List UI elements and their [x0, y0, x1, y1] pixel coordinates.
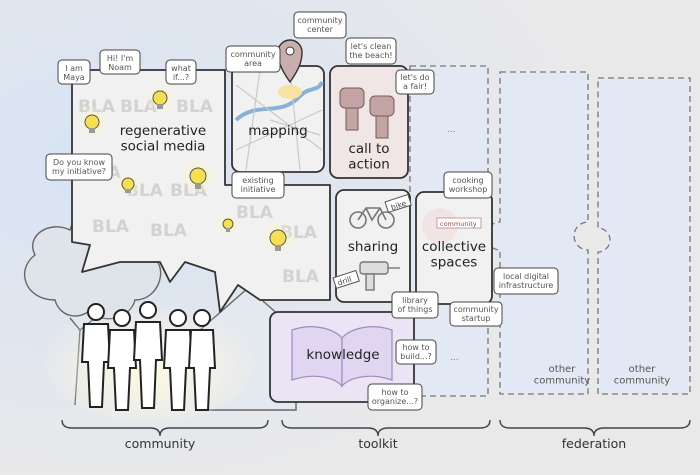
- bubble-community-startup: [449, 301, 503, 327]
- bicycle-icon: [349, 207, 395, 229]
- bubble-initiative: [45, 153, 113, 181]
- svg-text:BLA: BLA: [282, 267, 320, 287]
- bubble-local-digital: [493, 267, 559, 295]
- bubble-community-center: [293, 11, 347, 39]
- lightbulb-icon: [260, 220, 296, 256]
- svg-text:BLA: BLA: [236, 203, 274, 223]
- toolkit-label: toolkit: [358, 436, 397, 451]
- federation-brace: [499, 419, 691, 437]
- bubble-existing-initiative: [231, 171, 285, 199]
- bottom-braces: [61, 419, 691, 437]
- knowledge-title: knowledge: [306, 347, 379, 363]
- bubble-maya: [57, 59, 91, 85]
- ellipsis-top: ...: [447, 125, 456, 135]
- lightbulb-icon: [216, 212, 240, 236]
- drill-icon: [359, 261, 400, 291]
- bubble-what-if: [165, 59, 197, 85]
- bubble-community-area: [225, 45, 281, 73]
- lightbulbs: [76, 82, 296, 256]
- lightbulb-icon: [144, 82, 176, 114]
- other-community-column-2: [597, 77, 691, 395]
- community-tag: community: [440, 220, 477, 228]
- bubble-do-fair: [395, 69, 435, 95]
- lightbulb-icon: [180, 158, 216, 194]
- bubble-clean-beach: [345, 37, 397, 65]
- community-area-marker: [278, 85, 302, 99]
- svg-text:BLA: BLA: [150, 221, 188, 241]
- map-streets: [235, 69, 323, 171]
- federation-label: federation: [562, 436, 626, 451]
- svg-text:drill: drill: [337, 275, 353, 288]
- knowledge-tile: knowledge: [269, 311, 415, 403]
- map-river: [234, 81, 324, 122]
- mapping-tile: mapping: [231, 65, 325, 173]
- raised-fist-icon: [339, 87, 395, 139]
- sharing-title: sharing: [348, 239, 398, 255]
- speech-bubbles: [45, 11, 559, 411]
- ellipsis-bottom: ...: [450, 353, 459, 363]
- sharing-tile: sharing bike drill: [332, 189, 412, 303]
- svg-text:BLA: BLA: [92, 217, 130, 237]
- toolkit-brace: [281, 419, 491, 437]
- svg-text:BLA: BLA: [176, 97, 214, 117]
- bubble-noam: [99, 49, 141, 75]
- community-label: community: [125, 436, 196, 451]
- drill-tag: drill: [332, 269, 360, 290]
- bubble-how-build: [395, 339, 437, 365]
- bubble-how-organize: [367, 383, 423, 411]
- community-people-icon: [80, 301, 217, 411]
- other-community-column-1: [485, 71, 589, 395]
- bubble-library-of-things: [391, 291, 439, 319]
- lightbulb-icon: [76, 106, 108, 138]
- open-book-icon: [291, 326, 393, 388]
- community-brace: [61, 419, 269, 437]
- community-tag-box: [436, 217, 482, 229]
- mapping-title: mapping: [248, 123, 307, 139]
- bubble-cooking-workshop: [443, 171, 493, 199]
- lightbulb-icon: [114, 170, 142, 198]
